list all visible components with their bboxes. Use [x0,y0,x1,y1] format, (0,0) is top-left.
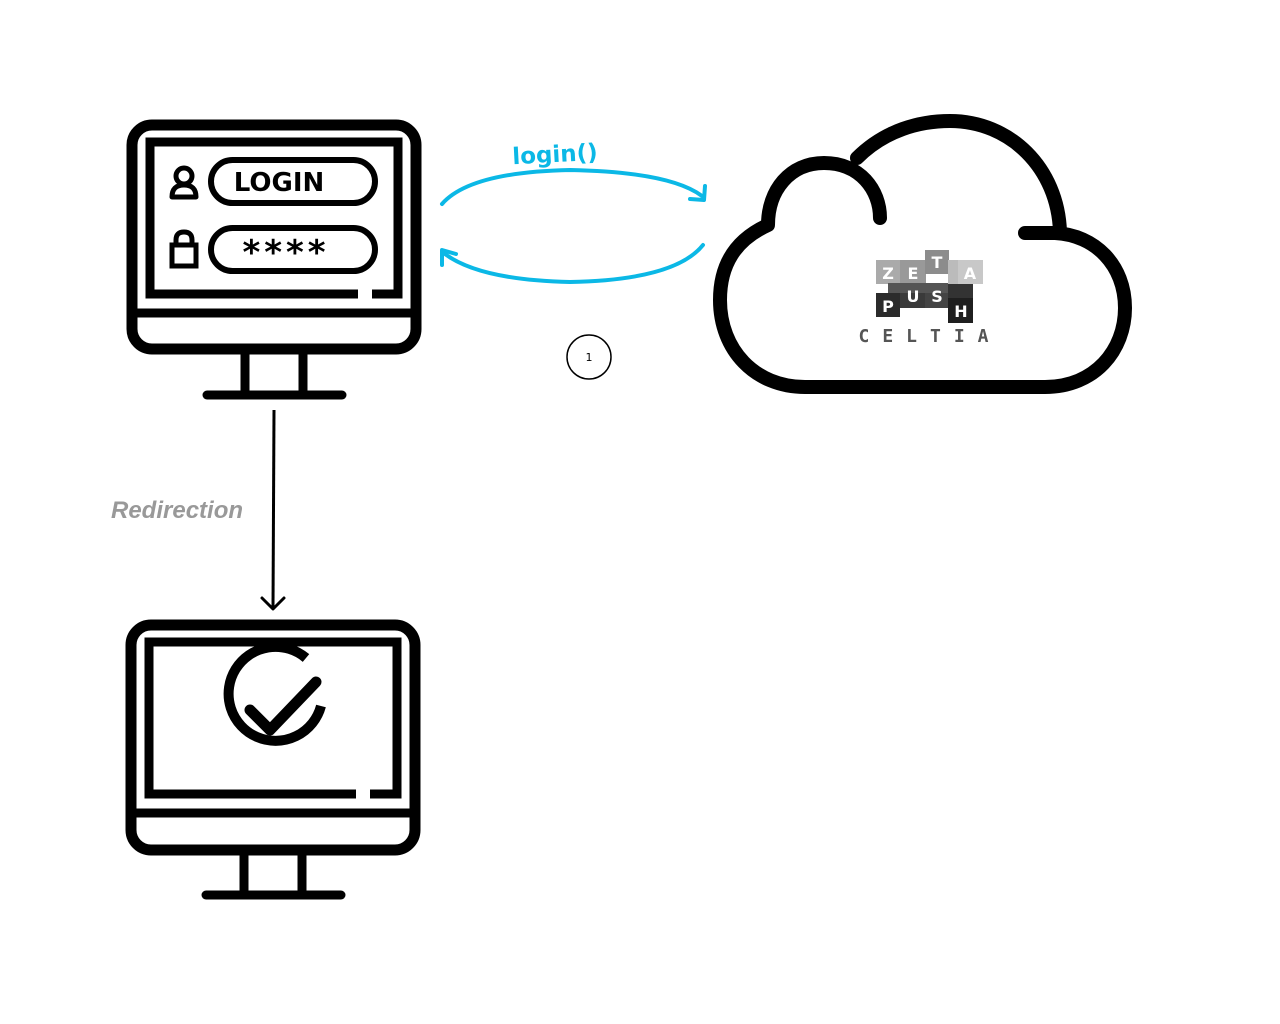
login-field-text: LOGIN [234,168,325,198]
response-arrow [443,243,705,285]
logo-letter-z: Z [882,264,894,283]
cloud-icon: Z E T A P U S H CELTIA [713,113,1132,394]
logo-letter-s: S [931,287,943,306]
logo-letter-h: H [954,302,967,321]
redirection-label: Redirection [111,497,243,524]
logo-letter-a: A [964,264,977,283]
zetapush-logo: Z E T A P U S H CELTIA [858,250,1001,347]
logo-letter-u: U [907,287,920,306]
user-icon [169,165,199,200]
login-monitor-icon: LOGIN **** [126,119,422,400]
lock-icon [169,229,199,269]
redirection-arrow [260,409,286,611]
login-field: LOGIN [208,157,378,206]
brand-name: CELTIA [858,326,1001,347]
arrow-down-icon [260,596,286,611]
password-field: **** [208,225,378,274]
login-call-label: login() [512,140,599,170]
logo-letter-p: P [882,297,894,316]
logo-letter-t: T [932,253,943,272]
password-field-text: **** [242,233,329,273]
step-marker: 1 [566,334,612,380]
request-arrow [440,167,704,206]
request-arrowhead-icon [688,184,707,202]
success-monitor-icon [125,619,421,900]
login-exchange-arrows: login() [440,140,707,285]
check-circle-icon [223,641,326,746]
logo-letter-e: E [908,264,919,283]
step-marker-number: 1 [586,351,593,364]
response-arrowhead-icon [440,248,458,267]
